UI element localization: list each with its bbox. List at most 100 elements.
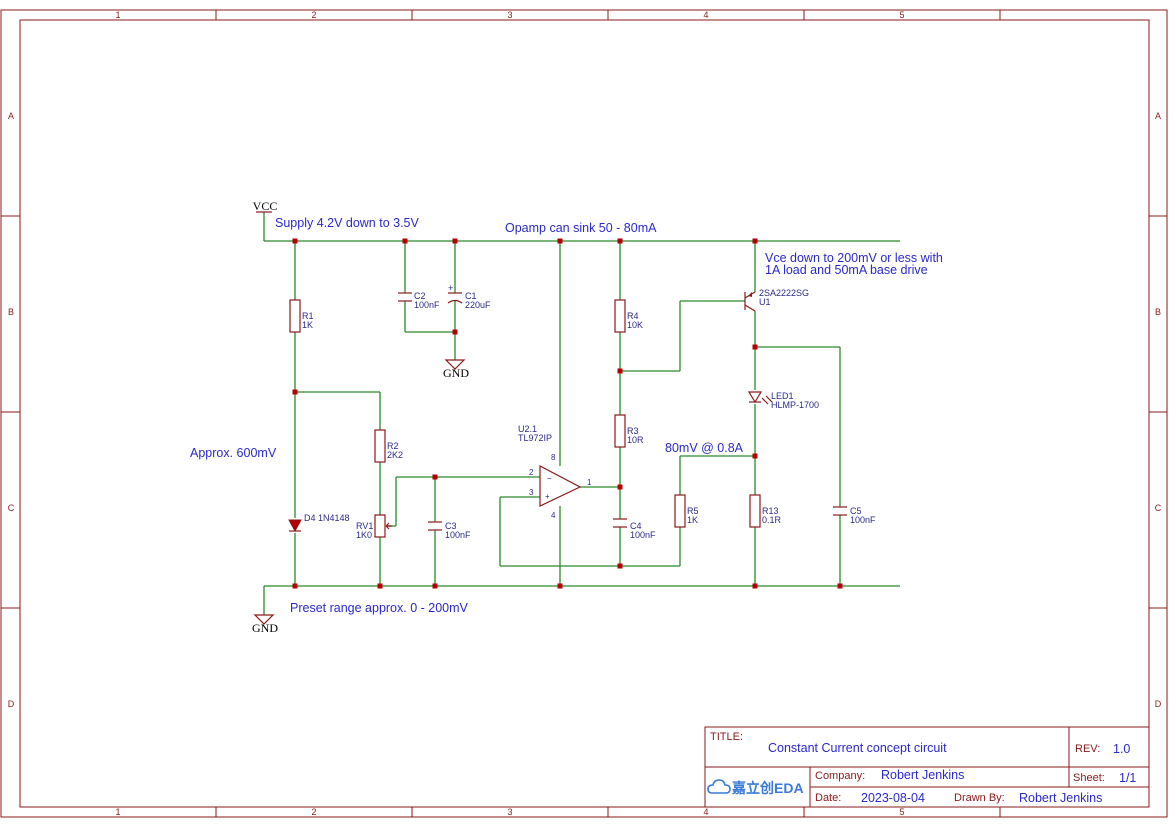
- drawn-by-value: Robert Jenkins: [1019, 791, 1102, 805]
- vcc-symbol: VCC: [253, 199, 278, 213]
- opamp-plus-sign: +: [545, 492, 550, 501]
- r3-value: 10R: [627, 435, 644, 445]
- row-label-left: D: [8, 699, 15, 709]
- gnd-symbol-cap: GND: [443, 359, 469, 380]
- row-label-left: B: [8, 307, 14, 317]
- led-led1: LED1 HLMP-1700: [747, 391, 819, 410]
- capacitor-c3: C3 100nF: [428, 521, 471, 540]
- title-label: TITLE:: [710, 731, 743, 743]
- note-preset: Preset range approx. 0 - 200mV: [290, 601, 469, 615]
- rv1-value: 1K0: [356, 530, 372, 540]
- opamp-pin-8: 8: [551, 453, 556, 462]
- resistor-r5: R5 1K: [674, 494, 699, 528]
- c1-polarity: +: [448, 283, 453, 293]
- capacitor-c4: C4 100nF: [613, 518, 656, 540]
- row-label-left: C: [8, 503, 15, 513]
- row-label-right: B: [1155, 307, 1161, 317]
- col-label-top: 5: [899, 10, 904, 20]
- easyeda-logo: 嘉立创EDA: [707, 779, 804, 796]
- date-value: 2023-08-04: [861, 791, 925, 805]
- col-label-top: 2: [311, 10, 316, 20]
- note-vce-line1: Vce down to 200mV or less with: [765, 251, 943, 265]
- col-label-bottom: 3: [507, 807, 512, 817]
- c4-value: 100nF: [630, 530, 656, 540]
- logo-text: 嘉立创EDA: [731, 780, 804, 796]
- company-value: Robert Jenkins: [881, 768, 964, 782]
- col-label-top: 3: [507, 10, 512, 20]
- note-opamp-sink: Opamp can sink 50 - 80mA: [505, 221, 657, 235]
- diode-d4: D4 1N4148: [288, 513, 350, 533]
- opamp-pin-1: 1: [587, 478, 592, 487]
- c2-value: 100nF: [414, 300, 440, 310]
- note-supply: Supply 4.2V down to 3.5V: [275, 216, 420, 230]
- col-label-bottom: 1: [115, 807, 120, 817]
- col-label-top: 4: [703, 10, 708, 20]
- rev-label: REV:: [1075, 743, 1100, 755]
- rev-value: 1.0: [1113, 742, 1130, 756]
- resistor-r1: R1 1K: [289, 299, 314, 333]
- opamp-pin-2: 2: [529, 468, 534, 477]
- row-label-right: A: [1155, 111, 1161, 121]
- r2-value: 2K2: [387, 450, 403, 460]
- c1-ref: C1: [465, 291, 477, 301]
- col-label-bottom: 4: [703, 807, 708, 817]
- col-label-bottom: 5: [899, 807, 904, 817]
- note-sense: 80mV @ 0.8A: [665, 441, 744, 455]
- col-label-bottom: 2: [311, 807, 316, 817]
- c3-value: 100nF: [445, 530, 471, 540]
- company-label: Company:: [815, 770, 865, 782]
- u2-ref: U2.1: [518, 424, 537, 434]
- opamp-u2: − + 2 3 1 8 4 U2.1 TL972IP: [518, 424, 592, 520]
- gnd-symbol-left: GND: [252, 614, 278, 635]
- gnd-label: GND: [252, 621, 278, 635]
- resistor-r13: R13 0.1R: [749, 494, 782, 528]
- resistor-r4: R4 10K: [614, 299, 643, 333]
- junctions: [292, 238, 843, 589]
- capacitor-c1: + C1 220uF: [447, 283, 491, 310]
- drawn-by-label: Drawn By:: [954, 792, 1005, 804]
- u1-ref: U1: [759, 297, 771, 307]
- opamp-pin-3: 3: [529, 488, 534, 497]
- led1-value: HLMP-1700: [771, 400, 819, 410]
- r4-ref: R4: [627, 311, 639, 321]
- d4-label: D4 1N4148: [304, 513, 350, 523]
- capacitor-c2: C2 100nF: [398, 291, 440, 310]
- vcc-label: VCC: [253, 199, 278, 213]
- title-block: TITLE: Constant Current concept circuit …: [704, 726, 1150, 808]
- led1-ref: LED1: [771, 391, 794, 401]
- sheet-label: Sheet:: [1073, 772, 1105, 784]
- c5-value: 100nF: [850, 515, 876, 525]
- c3-ref: C3: [445, 521, 457, 531]
- r3-ref: R3: [627, 426, 639, 436]
- r4-value: 10K: [627, 320, 643, 330]
- row-label-right: D: [1155, 699, 1162, 709]
- r13-ref: R13: [762, 506, 779, 516]
- c5-ref: C5: [850, 506, 862, 516]
- note-approx: Approx. 600mV: [190, 446, 277, 460]
- opamp-pin-4: 4: [551, 511, 556, 520]
- row-label-left: A: [8, 111, 14, 121]
- resistor-r3: R3 10R: [614, 414, 644, 448]
- c1-value: 220uF: [465, 300, 491, 310]
- r5-value: 1K: [687, 515, 698, 525]
- c2-ref: C2: [414, 291, 426, 301]
- u1-value: 2SA2222SG: [759, 288, 809, 298]
- c4-ref: C4: [630, 521, 642, 531]
- title-value: Constant Current concept circuit: [768, 741, 947, 755]
- col-label-top: 1: [115, 10, 120, 20]
- cloud-icon: [707, 779, 731, 794]
- r2-ref: R2: [387, 441, 399, 451]
- note-vce-line2: 1A load and 50mA base drive: [765, 263, 928, 277]
- r5-ref: R5: [687, 506, 699, 516]
- u2-value: TL972IP: [518, 433, 552, 443]
- r1-ref: R1: [302, 311, 314, 321]
- capacitor-c5: C5 100nF: [833, 506, 876, 525]
- r13-value: 0.1R: [762, 515, 782, 525]
- transistor-u1: 2SA2222SG U1: [744, 288, 809, 312]
- opamp-minus-sign: −: [547, 474, 552, 483]
- row-label-right: C: [1155, 503, 1162, 513]
- potentiometer-rv1: RV1 1K0: [356, 514, 392, 540]
- gnd-label: GND: [443, 366, 469, 380]
- date-label: Date:: [815, 792, 841, 804]
